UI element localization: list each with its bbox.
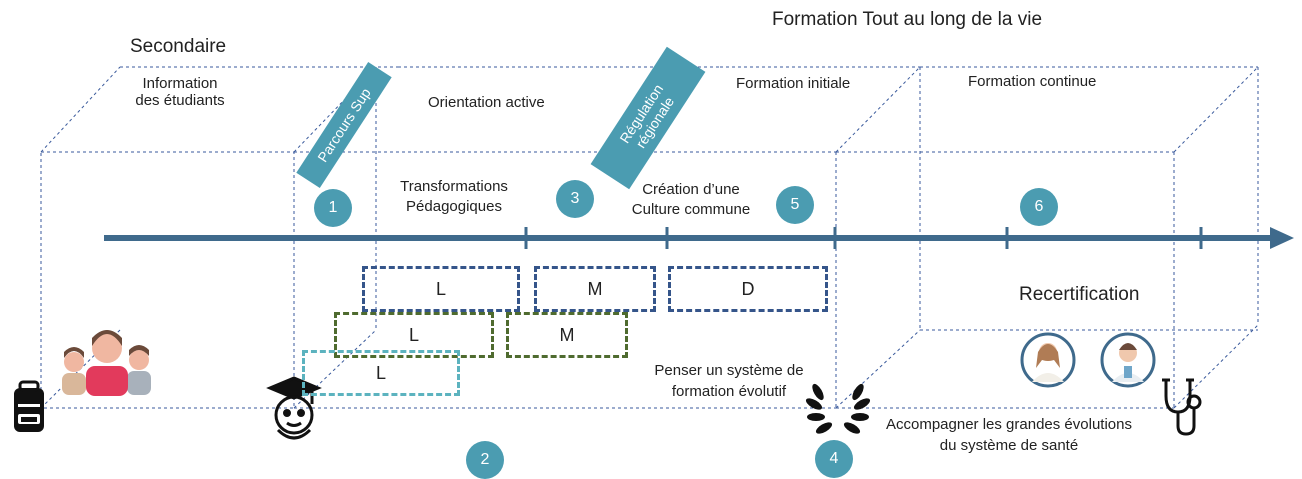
info-etudiants-label: Information des étudiants [135,75,225,109]
doctor-avatar-icon [1100,332,1156,388]
step-circle-3: 3 [556,180,594,218]
secondaire-front-face [40,151,295,409]
laurel-icon [805,383,871,434]
secondaire-title: Secondaire [130,36,227,57]
step-circle-4: 4 [815,440,853,478]
box-d-row1: D [668,266,828,312]
creation-culture-label: Création d’une Culture commune [631,181,751,219]
formation-continue-label: Formation continue [968,73,1097,90]
right-bottom-depth [1173,324,1259,409]
step-circle-2: 2 [466,441,504,479]
accompagner-label: Accompagner les grandes évolutions du sy… [886,416,1132,454]
right-depth-line [1173,66,1259,153]
step-circle-5: 5 [776,186,814,224]
timeline-arrow [104,227,1294,249]
transformations-label: Transformations Pédagogiques [400,178,508,216]
stethoscope-icon [1162,378,1202,436]
nurse-avatar-icon [1020,332,1076,388]
box-l-row3: L [302,350,460,396]
wireframe-boxes [40,66,1259,409]
family-icon [62,330,151,396]
orientation-active-label: Orientation active [428,94,545,111]
penser-systeme-label: Penser un système de formation évolutif [654,362,804,400]
middle-right-depth [835,66,921,153]
backpack-icon [14,380,44,432]
box-l-row2: L [334,312,494,358]
box-m-row1: M [534,266,656,312]
step-circle-1: 1 [314,189,352,227]
middle-bottom-depth [835,329,921,409]
formation-initiale-label: Formation initiale [736,75,851,92]
box-m-row2: M [506,312,628,358]
step-circle-6: 6 [1020,188,1058,226]
recertification-label: Recertification [1019,284,1140,305]
secondaire-depth-line [40,66,121,153]
box-l-row1: L [362,266,520,312]
formation-tout-title: Formation Tout au long de la vie [772,9,1043,30]
